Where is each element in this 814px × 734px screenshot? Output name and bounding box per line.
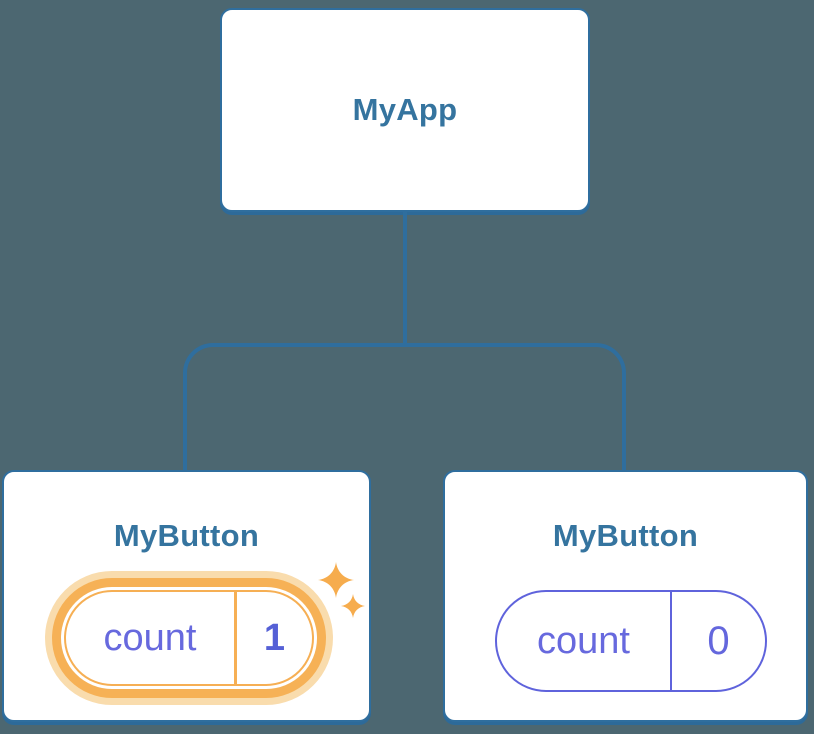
state-name-label: count	[103, 616, 197, 659]
connector-stem	[403, 212, 407, 345]
state-value: 1	[263, 616, 286, 659]
state-pill-highlighted: count 1	[64, 590, 314, 686]
child-node-title: MyButton	[552, 518, 699, 553]
state-name-label: count	[537, 619, 630, 662]
sparkles-icon	[318, 562, 365, 618]
child-node-title: MyButton	[113, 518, 260, 553]
child-node-card-updated: MyButton count 1	[2, 470, 371, 722]
root-node-title: MyApp	[352, 92, 458, 127]
state-value: 0	[707, 618, 730, 663]
pill-divider	[234, 592, 237, 684]
pill-divider	[670, 592, 672, 690]
connector-branch	[183, 343, 626, 470]
state-pill: count 0	[495, 590, 767, 692]
root-node-card: MyApp	[220, 8, 590, 212]
child-node-card-plain: MyButton count 0	[443, 470, 808, 722]
